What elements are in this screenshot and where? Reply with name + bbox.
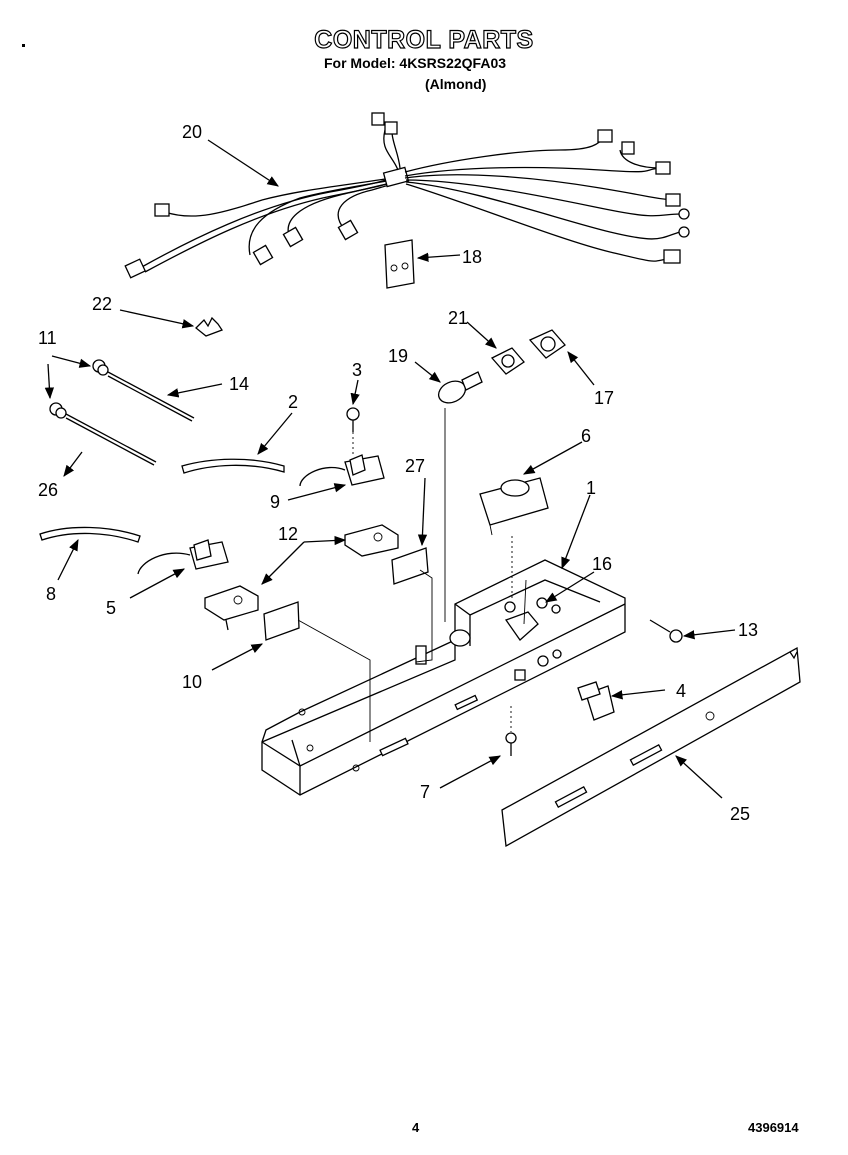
callout-4: 4 [676, 681, 686, 701]
callout-25: 25 [730, 804, 750, 824]
scan-dot [22, 44, 25, 47]
part-20-wire-harness [124, 112, 690, 279]
document-number: 4396914 [748, 1120, 799, 1135]
callout-20: 20 [182, 122, 202, 142]
part-13-screw [649, 619, 683, 643]
callout-16: 16 [592, 554, 612, 574]
callout-3: 3 [352, 360, 362, 380]
callout-6: 6 [581, 426, 591, 446]
part-25-cover [501, 646, 801, 848]
part-1-control-housing [261, 559, 626, 796]
callout-14: 14 [229, 374, 249, 394]
part-5-switch [137, 539, 229, 575]
part-12-bracket-upper [344, 524, 399, 557]
part-7-screw [505, 706, 517, 756]
leader-arrows [44, 139, 736, 799]
part-21-socket [490, 347, 525, 375]
part-4-switch [577, 681, 615, 721]
part-27-label [391, 547, 429, 585]
page-number: 4 [412, 1120, 420, 1135]
part-11-14-26-shafts [49, 359, 195, 466]
callout-27: 27 [405, 456, 425, 476]
part-22-clip [195, 316, 223, 337]
callout-8: 8 [46, 584, 56, 604]
color-variant: (Almond) [425, 76, 487, 92]
part-19-bulb [437, 371, 483, 404]
callout-19: 19 [388, 346, 408, 366]
callout-7: 7 [420, 782, 430, 802]
part-6-thermostat [479, 477, 549, 536]
callout-18: 18 [462, 247, 482, 267]
guide-lines [297, 408, 527, 742]
callout-5: 5 [106, 598, 116, 618]
part-12-bracket-lower [204, 585, 259, 631]
part-18-plate [384, 239, 415, 289]
part-9-switch [299, 454, 385, 487]
part-10-label [263, 601, 300, 641]
callout-11: 11 [38, 328, 57, 348]
callout-26: 26 [38, 480, 58, 500]
page-title: CONTROL PARTS [314, 25, 534, 54]
callout-12: 12 [278, 524, 298, 544]
callout-22: 22 [92, 294, 112, 314]
callout-labels: 20 18 22 11 14 2 3 19 21 17 6 26 9 27 1 … [38, 122, 758, 824]
callout-9: 9 [270, 492, 280, 512]
callout-2: 2 [288, 392, 298, 412]
part-8-tube [39, 526, 141, 543]
callout-13: 13 [738, 620, 758, 640]
callout-10: 10 [182, 672, 202, 692]
part-2-tube [181, 458, 285, 474]
callout-21: 21 [448, 308, 468, 328]
callout-1: 1 [586, 478, 596, 498]
part-17-socket [528, 329, 566, 359]
callout-17: 17 [594, 388, 614, 408]
part-3-screw [346, 407, 360, 455]
model-line: For Model: 4KSRS22QFA03 [323, 55, 507, 71]
